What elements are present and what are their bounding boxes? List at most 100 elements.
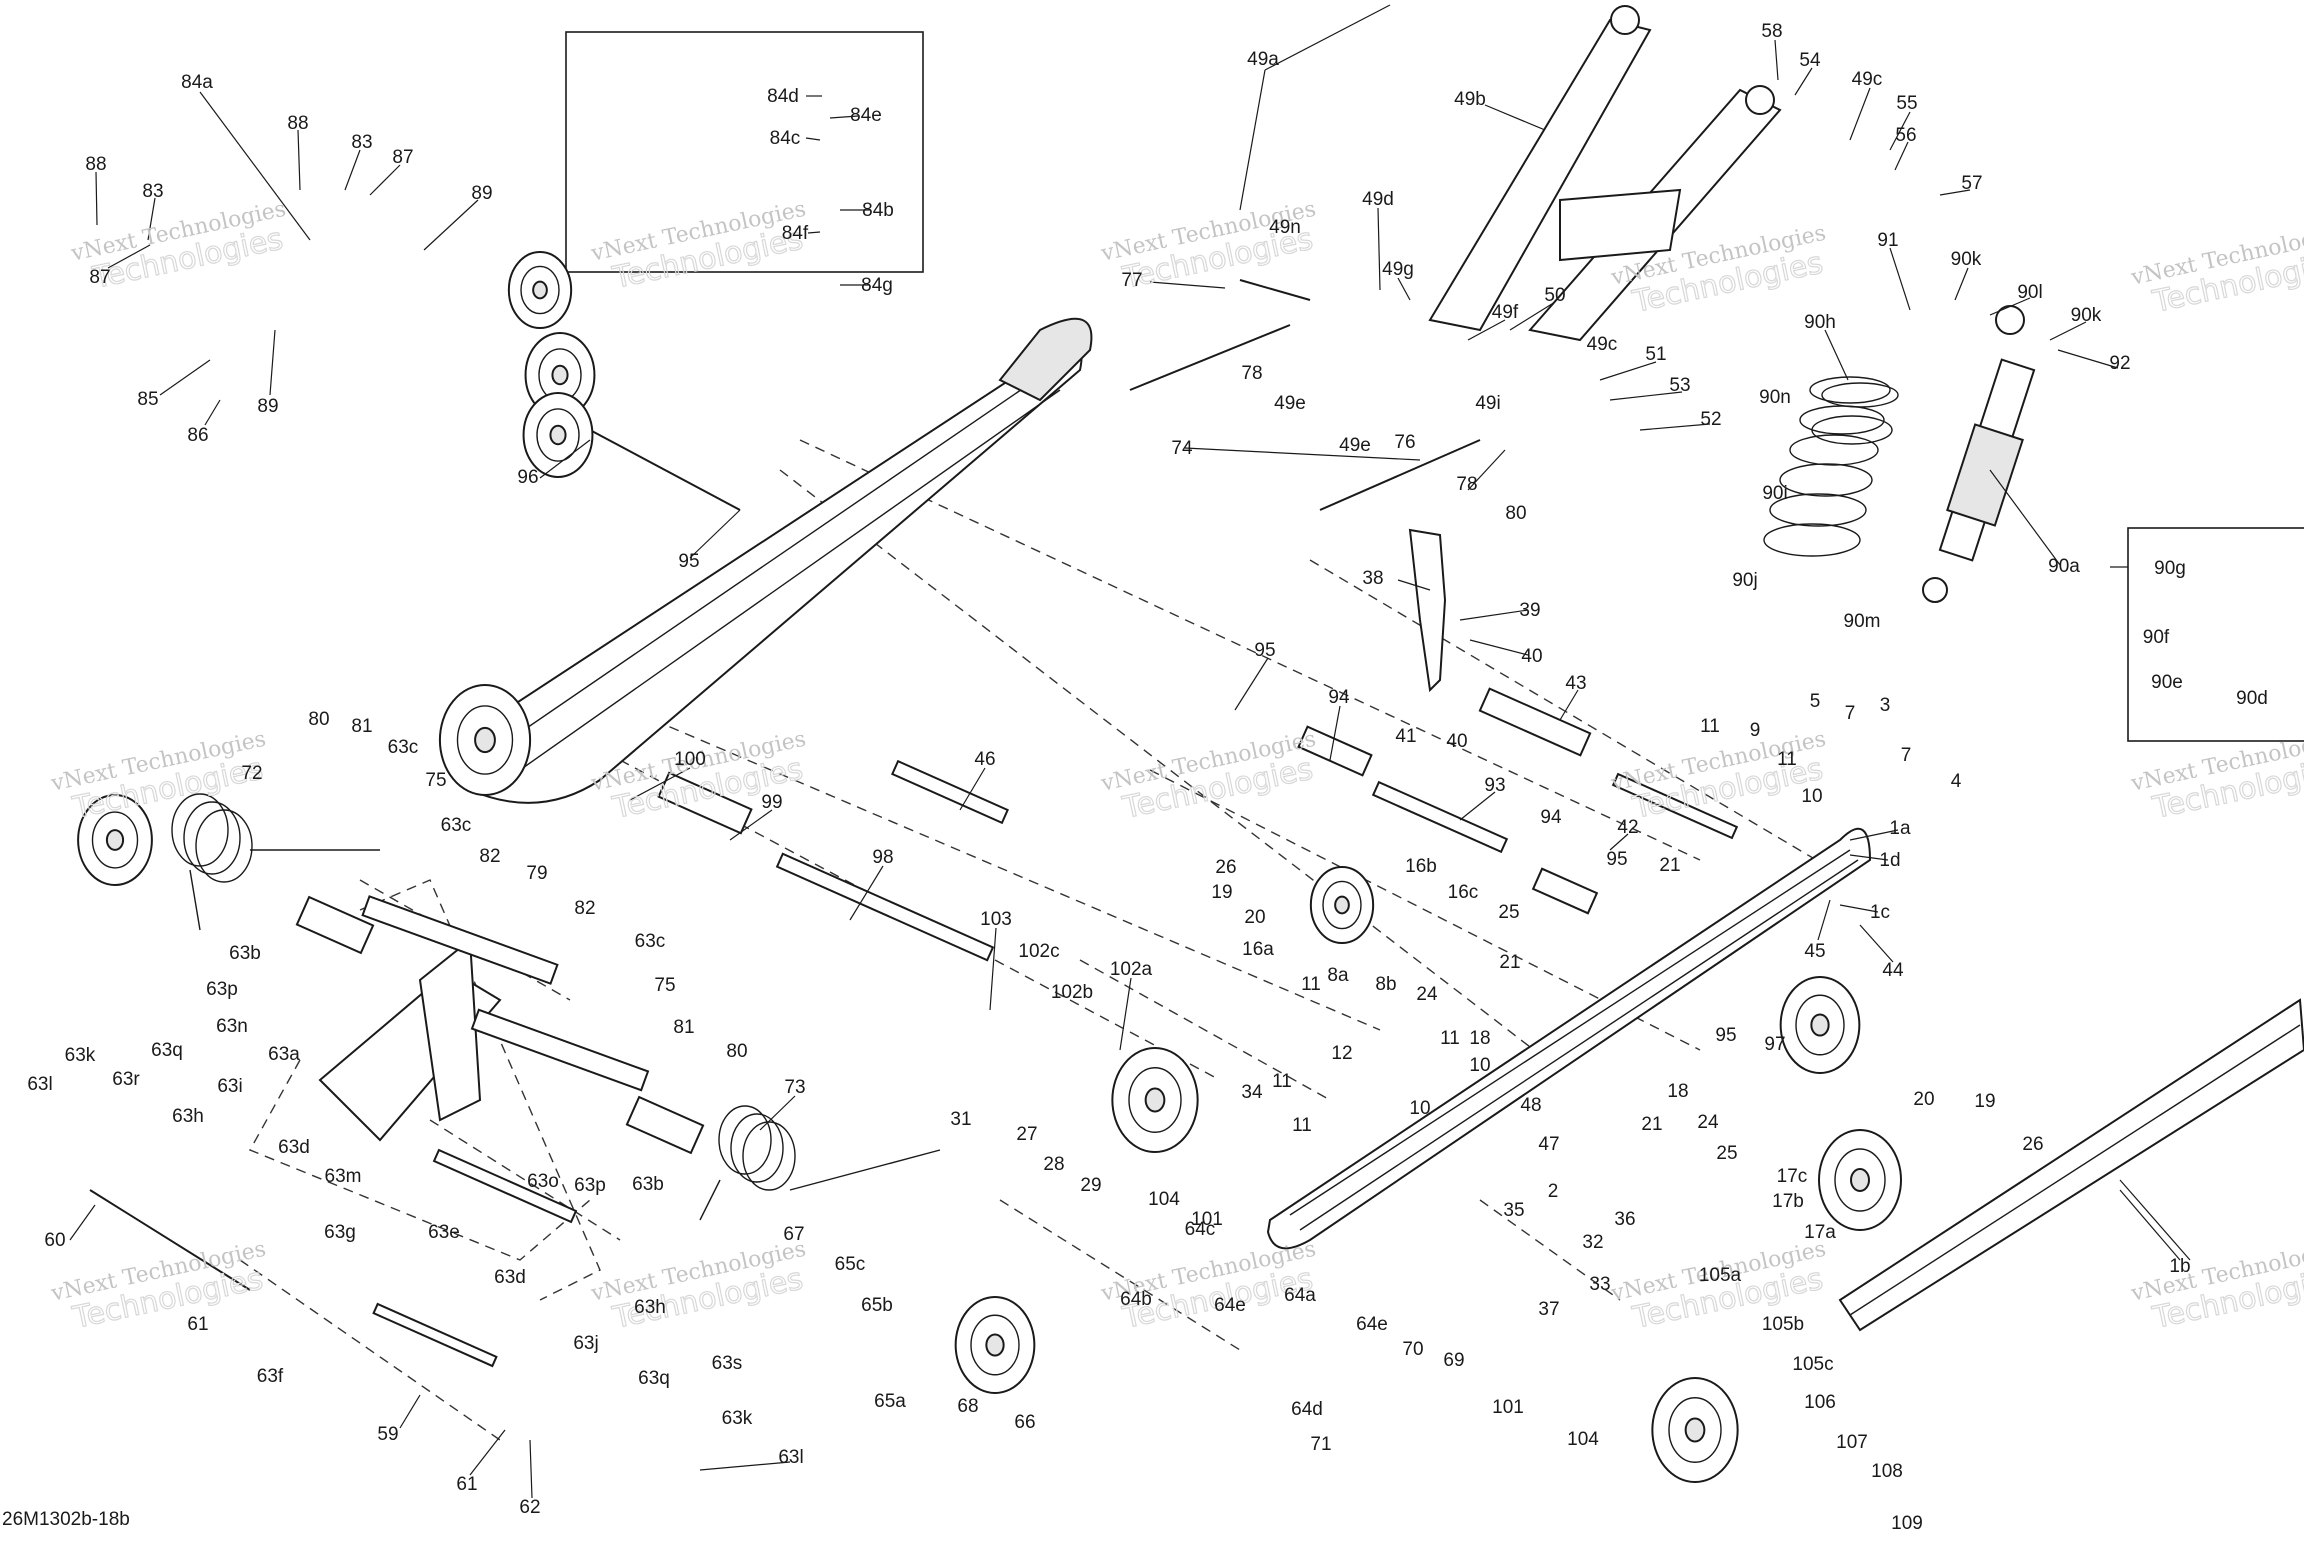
wheel-bearing (551, 364, 569, 386)
wheel-hub-ring (1834, 1148, 1886, 1212)
callout-109: 109 (1891, 1513, 1923, 1534)
leader-line (959, 767, 986, 811)
callout-65b: 65b (861, 1295, 893, 1316)
rear-shock (1922, 305, 2036, 603)
callout-37: 37 (1538, 1299, 1559, 1320)
slider-strip-1b (1838, 998, 2304, 1332)
callout-18: 18 (1469, 1028, 1490, 1049)
leader-line (989, 927, 997, 1011)
callout-106: 106 (1804, 1392, 1836, 1413)
callout-44: 44 (1882, 960, 1904, 981)
callout-40: 40 (1521, 646, 1542, 667)
idler-wheel (1111, 1047, 1199, 1153)
leader-line (1774, 39, 1779, 81)
callout-95: 95 (1606, 849, 1627, 870)
front-arm (1428, 5, 1782, 342)
leader-line (1839, 904, 1879, 913)
callout-11: 11 (1292, 1115, 1312, 1136)
callout-58: 58 (1761, 21, 1782, 42)
callout-90g: 90g (2154, 558, 2186, 579)
callout-53: 53 (1669, 375, 1690, 396)
callout-39: 39 (1519, 600, 1540, 621)
callout-92: 92 (2109, 353, 2130, 374)
callout-88: 88 (287, 113, 308, 134)
callout-55: 55 (1896, 93, 1917, 114)
wheel-hub-ring (456, 705, 514, 775)
callout-63k: 63k (65, 1045, 96, 1066)
callout-81: 81 (351, 716, 372, 737)
callout-64e: 64e (1356, 1314, 1388, 1335)
callout-95: 95 (1254, 640, 1275, 661)
callout-43: 43 (1565, 673, 1586, 694)
callout-11: 11 (1440, 1028, 1460, 1049)
callout-83: 83 (351, 132, 372, 153)
leader-line (1599, 361, 1657, 381)
callout-54: 54 (1799, 50, 1821, 71)
callout-63c: 63c (635, 931, 666, 952)
callout-34: 34 (1241, 1082, 1263, 1103)
callout-49c: 49c (1587, 334, 1618, 355)
callout-47: 47 (1538, 1134, 1559, 1155)
callout-98: 98 (872, 847, 893, 868)
callout-63c: 63c (441, 815, 472, 836)
callout-49a: 49a (1247, 49, 1279, 70)
leader-line (1989, 297, 2031, 316)
callout-28: 28 (1043, 1154, 1064, 1175)
callout-65a: 65a (874, 1391, 906, 1412)
callout-32: 32 (1582, 1232, 1603, 1253)
wheel-bearing (1810, 1013, 1830, 1037)
callout-76: 76 (1394, 432, 1415, 453)
callout-25: 25 (1498, 902, 1519, 923)
leader-line (147, 197, 156, 241)
callout-105c: 105c (1792, 1354, 1833, 1375)
callout-75: 75 (425, 770, 446, 791)
callout-49c: 49c (1852, 69, 1883, 90)
callout-62: 62 (519, 1497, 540, 1518)
idler-wheel (1779, 976, 1861, 1074)
drawing-code: 26M1302b-18b (2, 1509, 130, 1530)
callout-87: 87 (89, 267, 110, 288)
rear-arm (318, 895, 650, 1142)
callout-57: 57 (1961, 173, 1982, 194)
callout-90h: 90h (1804, 312, 1836, 333)
leader-line (689, 509, 741, 559)
callout-63d: 63d (494, 1267, 526, 1288)
leader-line (1459, 791, 1496, 821)
leader-line (1119, 977, 1132, 1051)
leader-line (1889, 247, 1911, 311)
callout-69: 69 (1443, 1350, 1464, 1371)
callout-26: 26 (2022, 1134, 2043, 1155)
leader-line (469, 1429, 506, 1476)
leader-line (369, 164, 401, 196)
leader-line (1149, 281, 1226, 289)
callout-24: 24 (1416, 984, 1438, 1005)
callout-10: 10 (1469, 1055, 1490, 1076)
callout-105b: 105b (1762, 1314, 1804, 1335)
callout-63l: 63l (27, 1074, 52, 1095)
callout-42: 42 (1617, 817, 1638, 838)
callout-63b: 63b (229, 943, 261, 964)
leader-line (2119, 1189, 2181, 1261)
callout-63p: 63p (206, 979, 238, 1000)
callout-19: 19 (1974, 1091, 1995, 1112)
callout-63i: 63i (217, 1076, 242, 1097)
callout-66: 66 (1014, 1412, 1035, 1433)
leader-line (1989, 469, 2061, 566)
leader-line (1184, 447, 1421, 461)
leader-line (1849, 829, 1899, 841)
callout-leader-lines (69, 4, 2191, 1499)
callout-19: 19 (1211, 882, 1232, 903)
callout-31: 31 (950, 1109, 971, 1130)
leader-line (805, 137, 821, 141)
leader-line (1509, 301, 1556, 331)
callout-90l: 90l (2017, 282, 2042, 303)
callout-48: 48 (1520, 1095, 1541, 1116)
callout-49f: 49f (1492, 302, 1519, 323)
leader-line (1329, 705, 1341, 761)
leader-line (1849, 87, 1871, 141)
callout-20: 20 (1913, 1089, 1934, 1110)
callout-77: 77 (1121, 270, 1142, 291)
callout-49b: 49b (1454, 89, 1486, 110)
callout-74: 74 (1171, 438, 1193, 459)
